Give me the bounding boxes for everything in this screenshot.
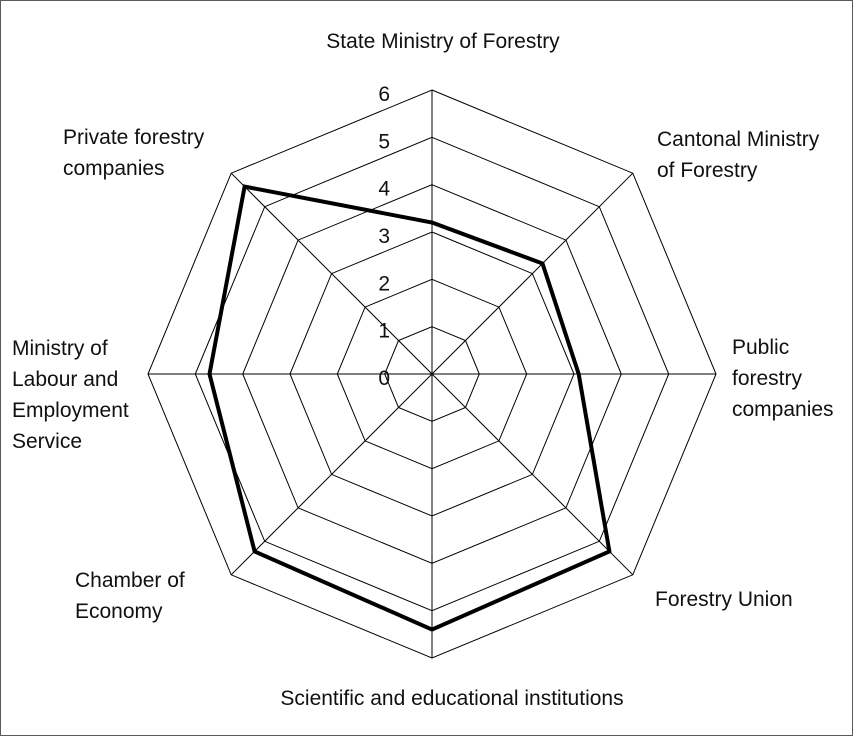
category-label-line: forestry: [732, 367, 803, 390]
radar-series: [207, 184, 612, 632]
category-label-line: Scientific and educational institutions: [280, 687, 623, 710]
tick-label-0: 0: [378, 367, 390, 390]
category-label-line: Private forestry: [63, 126, 205, 149]
category-label-4: Forestry Union: [655, 588, 793, 611]
tick-label-6: 6: [378, 83, 390, 106]
category-label-line: Public: [732, 336, 789, 359]
category-label-5: Scientific and educational institutions: [280, 687, 623, 710]
series-line-1: [207, 184, 612, 632]
axis-spoke-2: [431, 172, 634, 375]
axis-spoke-4: [431, 373, 634, 576]
category-label-line: Ministry of: [12, 337, 108, 360]
axis-spoke-6: [230, 373, 433, 576]
tick-label-4: 4: [378, 178, 390, 201]
category-label-line: Employment: [12, 399, 129, 422]
tick-label-3: 3: [378, 225, 390, 248]
category-label-1: State Ministry of Forestry: [326, 30, 560, 53]
category-label-line: of Forestry: [657, 159, 758, 182]
category-label-3: Public forestry companies: [732, 336, 834, 421]
category-label-line: companies: [63, 157, 165, 180]
category-label-line: State Ministry of Forestry: [326, 30, 560, 53]
category-label-6: Chamber of Economy: [75, 569, 185, 623]
category-label-8: Private forestry companies: [63, 126, 205, 180]
category-label-line: Cantonal Ministry: [657, 128, 820, 151]
category-label-2: Cantonal Ministry of Forestry: [657, 128, 820, 182]
tick-label-1: 1: [378, 320, 390, 343]
radar-axes: [148, 90, 716, 658]
axis-spoke-8: [230, 172, 433, 375]
category-label-line: Economy: [75, 600, 163, 623]
tick-label-5: 5: [378, 130, 390, 153]
radial-tick-labels: 0 1 2 3 4 5 6: [378, 83, 390, 390]
category-label-line: Service: [12, 430, 82, 453]
category-label-line: Labour and: [12, 368, 118, 391]
category-label-line: Chamber of: [75, 569, 185, 592]
category-label-line: Forestry Union: [655, 588, 793, 611]
category-label-line: companies: [732, 398, 834, 421]
tick-label-2: 2: [378, 272, 390, 295]
